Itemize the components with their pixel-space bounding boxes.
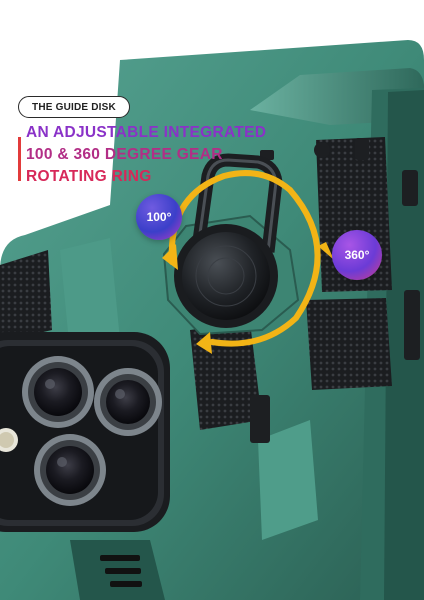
camera-lens-bottom [34,434,106,506]
guide-disk-tag: THE GUIDE DISK [18,96,130,118]
camera-lens-top-left [22,356,94,428]
side-button-lower [404,290,420,360]
rotation-100-badge: 100° [136,194,182,240]
feature-headline: AN ADJUSTABLE INTEGRATED 100 & 360 DEGRE… [26,122,286,188]
rotating-disc [182,232,270,320]
camera-lens-right [94,368,162,436]
grip-panel-left [0,250,52,342]
grip-panel-right [306,298,392,390]
accent-bar [18,137,21,181]
headline-line-1: AN ADJUSTABLE INTEGRATED [26,124,267,141]
headline-line-3: ROTATING RING [26,168,152,185]
headline-line-2: 100 & 360 DEGREE GEAR [26,146,223,163]
rotation-arrow-360 [209,187,321,347]
rotation-360-badge: 360° [332,230,382,280]
side-button-upper [402,170,418,206]
